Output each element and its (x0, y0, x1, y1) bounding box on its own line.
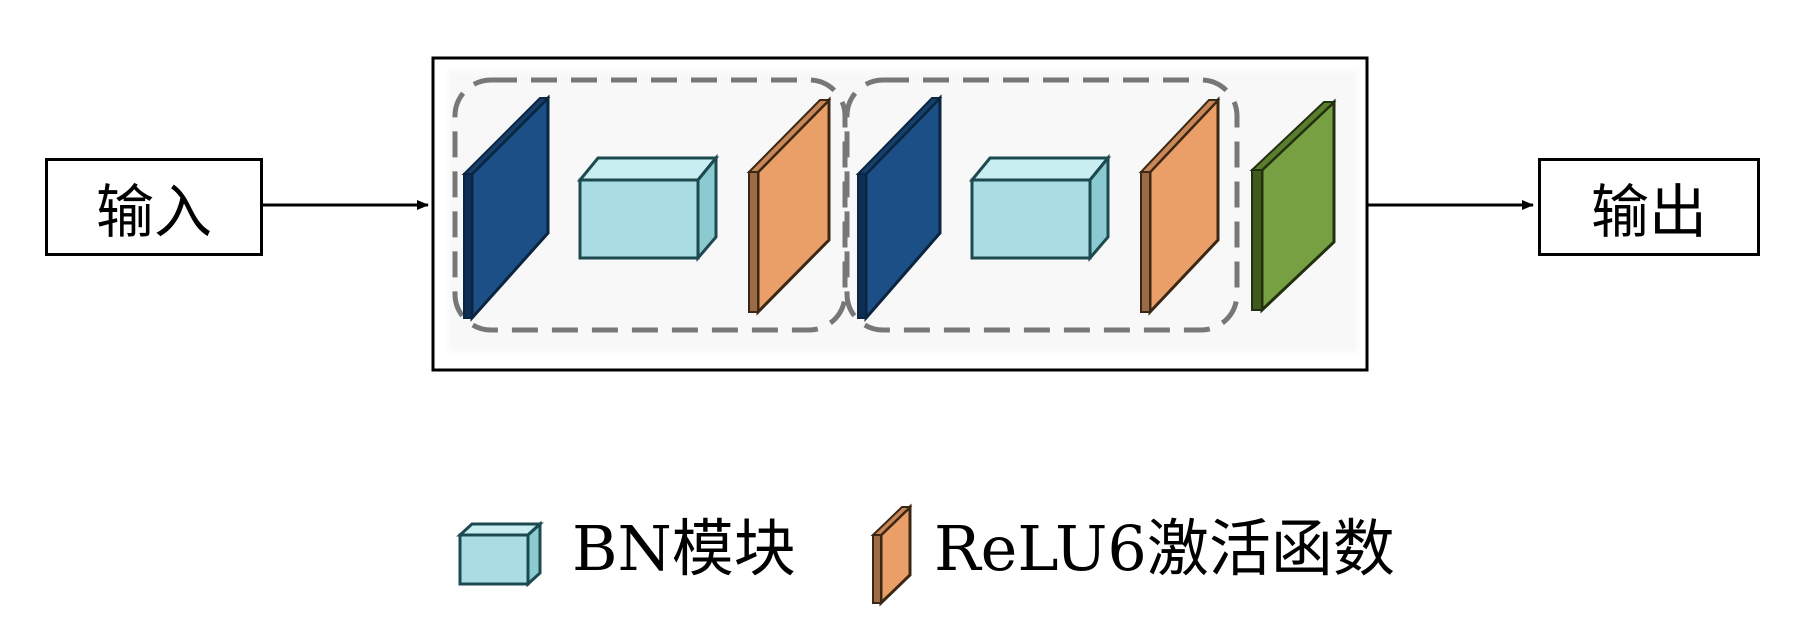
legend-relu6-icon (870, 503, 913, 607)
final-layer (1249, 98, 1337, 314)
input-box: 输入 (45, 158, 263, 256)
conv-layer-1 (461, 94, 551, 322)
relu6-layer-2 (1138, 96, 1221, 316)
legend-bn-icon (456, 520, 544, 588)
legend-relu6-label: ReLU6激活函数 (934, 512, 1395, 585)
input-label: 输入 (95, 178, 212, 246)
output-label: 输出 (1590, 178, 1707, 246)
bn-layer-2 (968, 153, 1112, 263)
dashed-group-2 (844, 77, 1240, 333)
legend-bn-label: BN模块 (572, 512, 796, 585)
relu6-layer-1 (746, 96, 832, 316)
output-box: 输出 (1538, 158, 1760, 256)
conv-layer-2 (855, 94, 943, 323)
bn-layer-1 (576, 153, 720, 263)
dashed-group-1 (452, 77, 848, 333)
